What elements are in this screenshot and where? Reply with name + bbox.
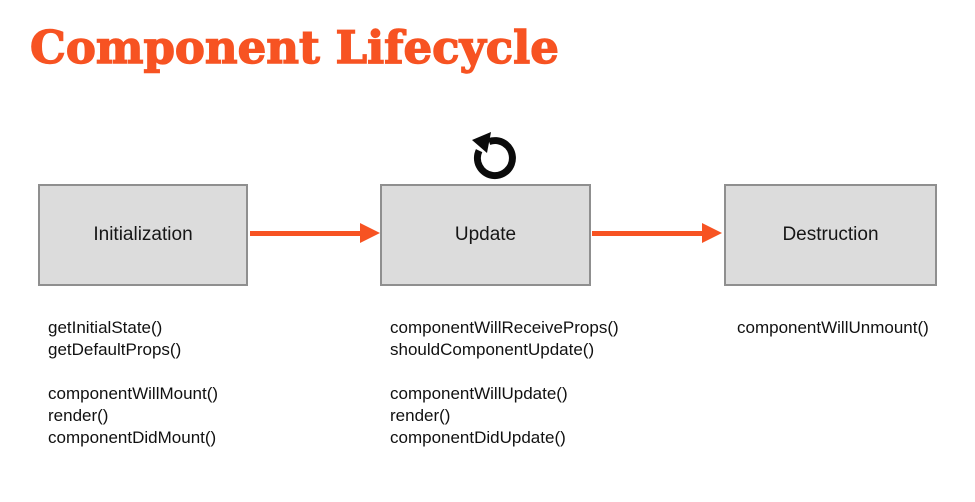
- method-item: componentWillMount(): [48, 384, 219, 403]
- arrow-line-update-to-destruction: [592, 231, 704, 236]
- stage-box-initialization: Initialization: [38, 184, 248, 286]
- method-item: componentWillUpdate(): [390, 384, 568, 403]
- method-item: shouldComponentUpdate(): [390, 340, 595, 359]
- method-group: getInitialState() getDefaultProps(): [48, 317, 218, 361]
- method-item: componentWillUnmount(): [737, 318, 929, 337]
- stage-label-initialization: Initialization: [93, 224, 193, 245]
- stage-label-destruction: Destruction: [782, 224, 879, 245]
- page-title: Component Lifecycle: [29, 21, 559, 74]
- methods-list-destruction: componentWillUnmount(): [737, 317, 929, 339]
- method-group: componentWillUpdate() render() component…: [390, 383, 619, 449]
- method-item: getDefaultProps(): [48, 340, 182, 359]
- method-item: componentDidMount(): [48, 428, 217, 447]
- arrow-line-initialization-to-update: [250, 231, 362, 236]
- stage-box-update: Update: [380, 184, 591, 286]
- stage-box-destruction: Destruction: [724, 184, 937, 286]
- stage-label-update: Update: [454, 224, 517, 245]
- method-item: componentWillReceiveProps(): [390, 318, 619, 337]
- counterclockwise-arrow-icon: [472, 132, 516, 180]
- method-group: componentWillUnmount(): [737, 317, 929, 339]
- method-item: render(): [390, 406, 451, 425]
- method-group: componentWillReceiveProps() shouldCompon…: [390, 317, 619, 361]
- method-item: render(): [48, 406, 109, 425]
- arrowhead-icon-update-to-destruction: [702, 223, 722, 243]
- refresh-cycle-icon: [467, 128, 523, 184]
- method-item: componentDidUpdate(): [390, 428, 566, 447]
- methods-list-update: componentWillReceiveProps() shouldCompon…: [390, 317, 619, 449]
- method-group: componentWillMount() render() componentD…: [48, 383, 218, 449]
- method-item: getInitialState(): [48, 318, 163, 337]
- arrowhead-icon-initialization-to-update: [360, 223, 380, 243]
- methods-list-initialization: getInitialState() getDefaultProps() comp…: [48, 317, 218, 449]
